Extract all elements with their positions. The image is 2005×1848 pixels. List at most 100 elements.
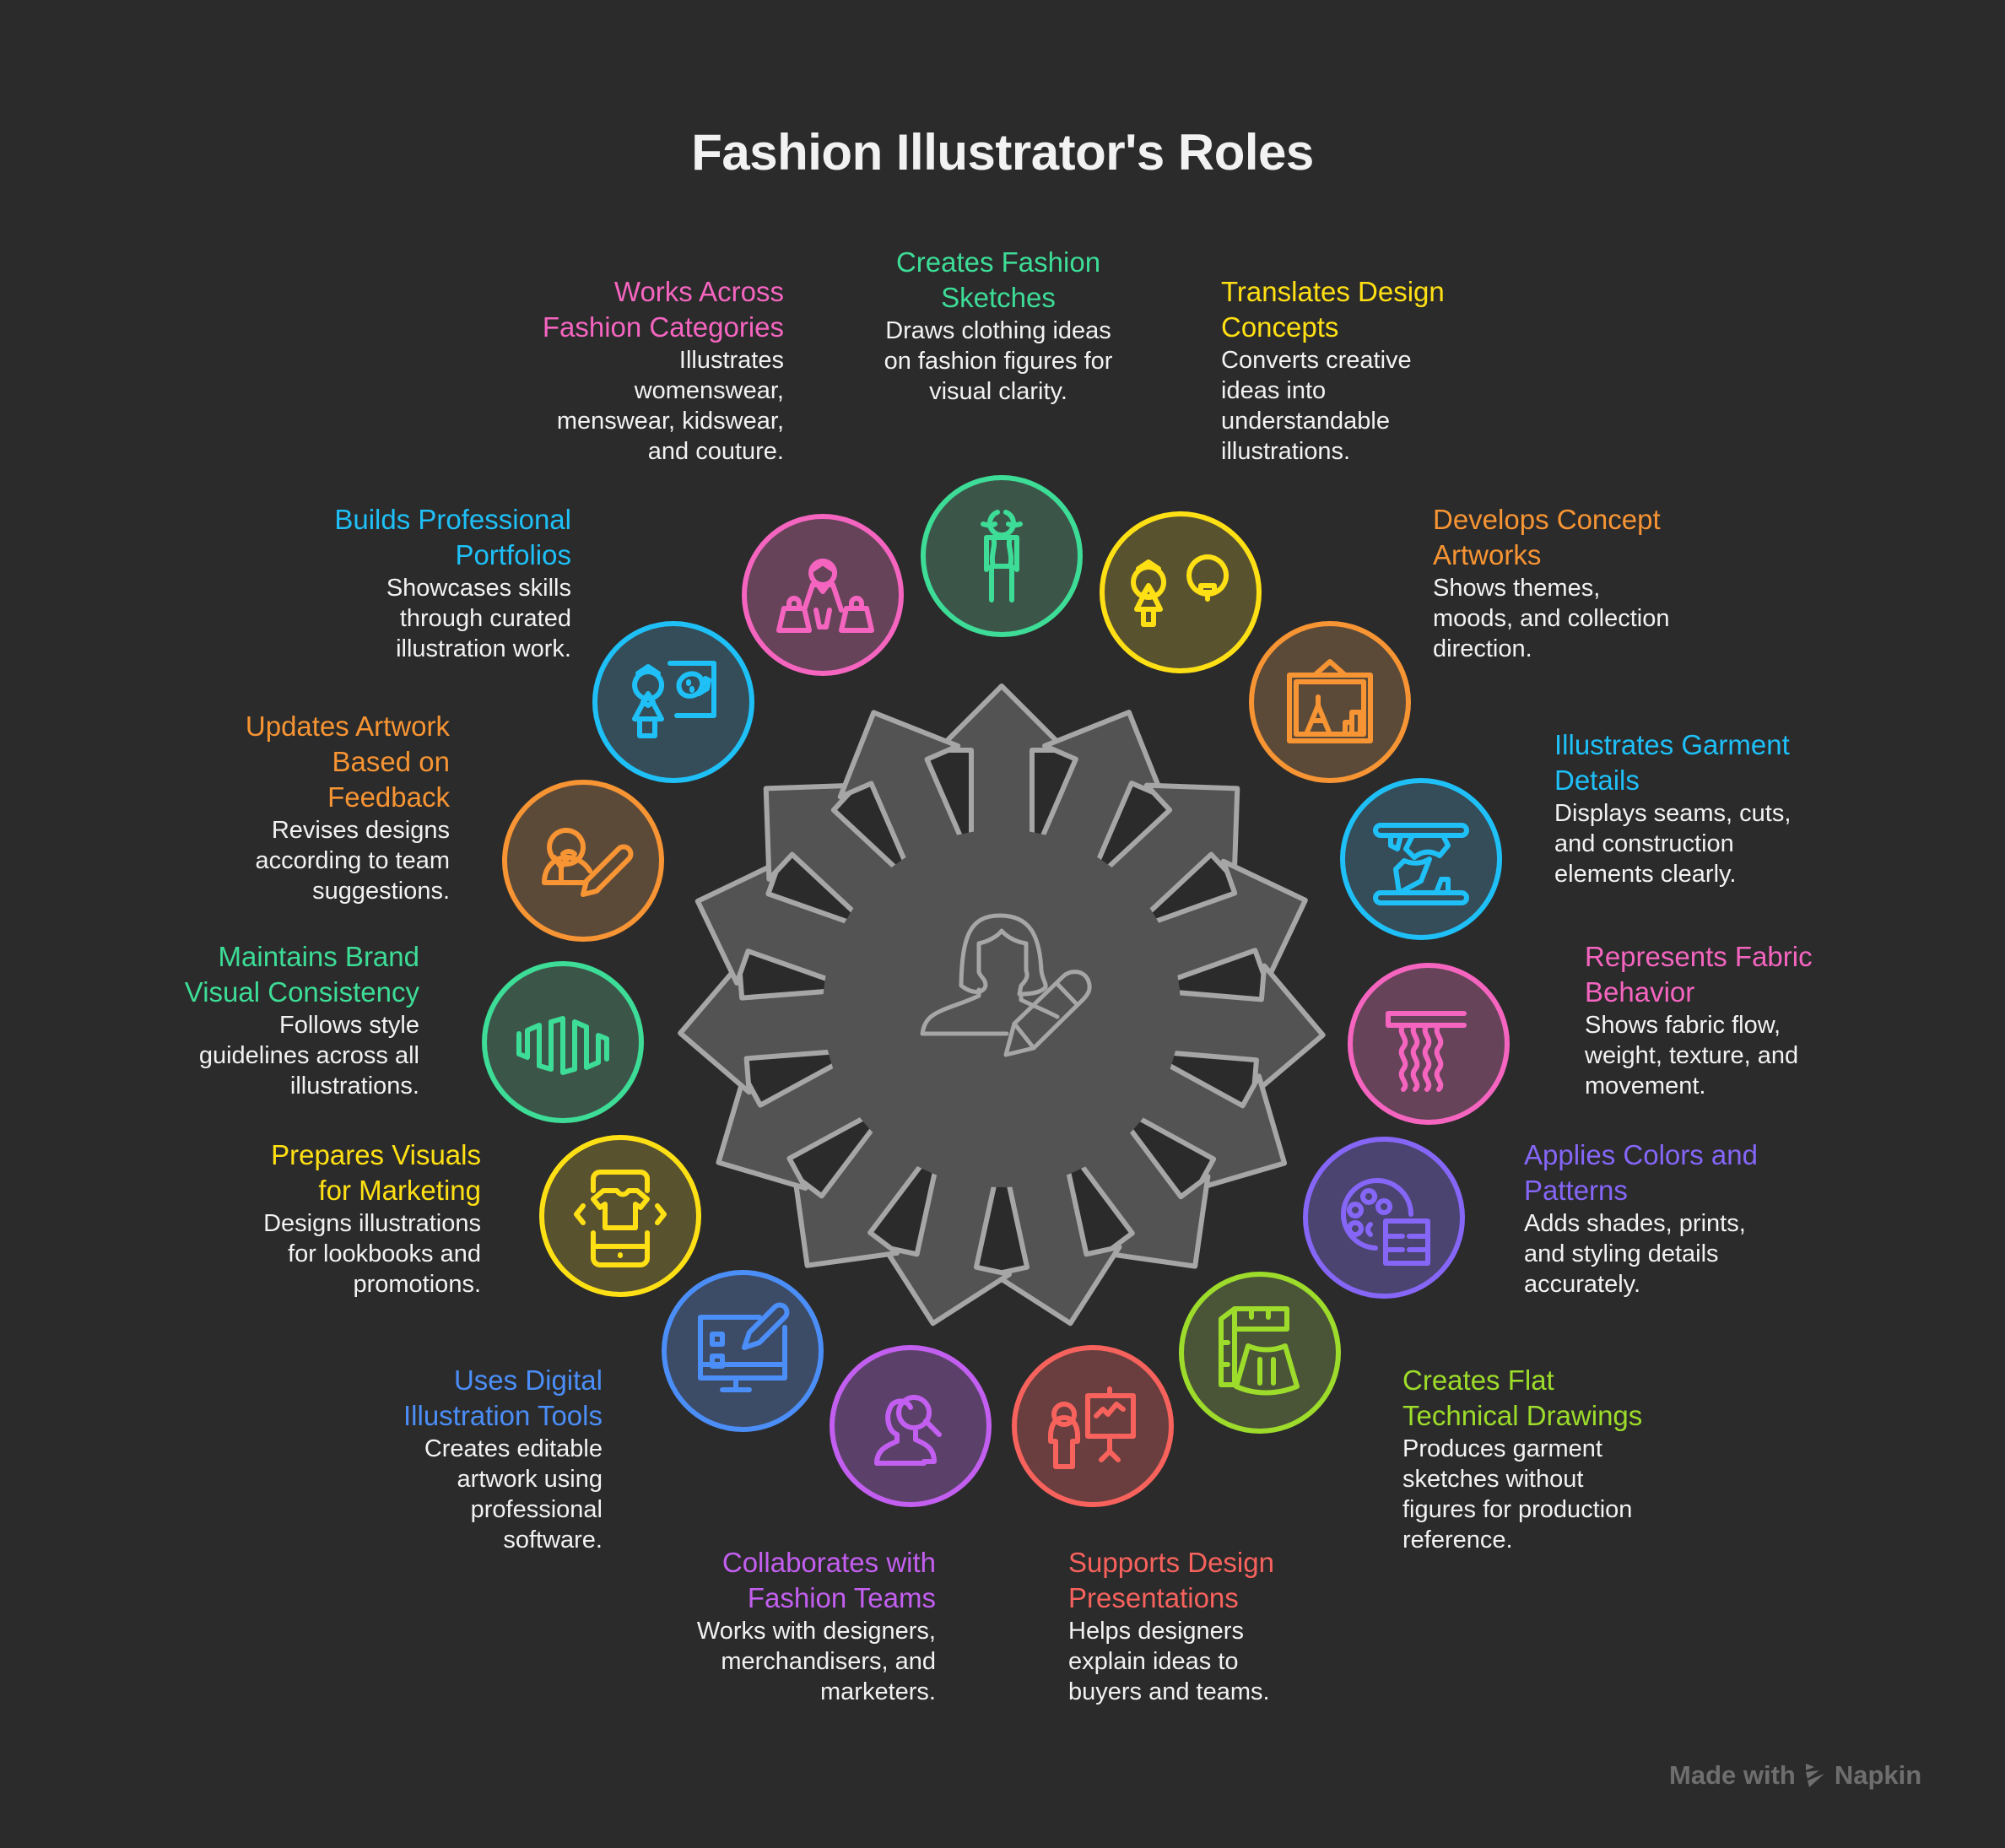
role-node-works-across-fashion-categories[interactable] [742, 514, 904, 676]
role-circle [539, 1135, 701, 1297]
role-node-updates-artwork-based-on-feedback[interactable] [502, 780, 664, 942]
role-heading: Creates Fashion [895, 246, 1101, 278]
role-heading: Artworks [1433, 539, 1542, 570]
role-heading: Collaborates with [721, 1547, 936, 1578]
role-description: sketches without [1402, 1466, 1584, 1493]
role-description: Produces garment [1402, 1435, 1602, 1462]
role-node-uses-digital-illustration-tools[interactable] [662, 1270, 824, 1432]
shopper-bags-icon [776, 559, 874, 633]
role-heading: Illustrates Garment [1554, 729, 1790, 760]
role-circle [1012, 1345, 1174, 1507]
role-node-develops-concept-artworks[interactable] [1249, 621, 1411, 783]
role-heading: Portfolios [455, 539, 571, 570]
role-description: and couture. [647, 438, 784, 465]
role-node-translates-design-concepts[interactable] [1100, 511, 1262, 673]
role-heading: Builds Professional [334, 504, 571, 535]
role-heading: Sketches [941, 282, 1056, 313]
role-description: Illustrates [678, 347, 784, 374]
role-description: Showcases skills [386, 575, 571, 602]
role-description: Converts creative [1221, 347, 1412, 374]
palette-swatch-icon [1341, 1178, 1430, 1266]
made-with-napkin-footer[interactable]: Made with Napkin [1669, 1760, 1921, 1791]
role-heading: Details [1554, 765, 1640, 796]
fashion-figure-icon [981, 510, 1023, 602]
role-circle [1340, 778, 1502, 940]
role-circle [1179, 1272, 1341, 1434]
role-description: moods, and collection [1433, 605, 1670, 632]
role-description: suggestions. [312, 878, 450, 905]
role-node-applies-colors-and-patterns[interactable] [1303, 1137, 1465, 1299]
role-heading: Translates Design [1221, 276, 1445, 307]
role-description: figures for production [1402, 1496, 1633, 1523]
woman-lightbulb-icon [1131, 554, 1229, 627]
role-heading: Illustration Tools [403, 1400, 603, 1431]
role-description: software. [503, 1526, 603, 1554]
role-description: direction. [1433, 635, 1532, 662]
ruler-skirt-icon [1219, 1306, 1300, 1396]
role-description: reference. [1402, 1526, 1513, 1554]
role-description: womenswear, [634, 377, 784, 404]
role-description: through curated [399, 605, 571, 632]
role-description: understandable [1221, 408, 1390, 435]
role-description: artwork using [457, 1466, 603, 1493]
role-description: merchandisers, and [721, 1648, 936, 1675]
fabric-drape-icon [1386, 1011, 1467, 1092]
role-heading: Uses Digital [453, 1364, 603, 1396]
role-heading: Prepares Visuals [271, 1139, 481, 1170]
role-description: for lookbooks and [288, 1240, 481, 1267]
garment-pattern-icon [1373, 823, 1469, 905]
footer-prefix: Made with [1669, 1760, 1796, 1790]
role-node-illustrates-garment-details[interactable] [1340, 778, 1502, 940]
role-heading: Applies Colors and [1524, 1139, 1758, 1170]
wave-pattern-icon [516, 1016, 609, 1075]
role-description: elements clearly. [1554, 861, 1737, 888]
footer-brand: Napkin [1834, 1760, 1922, 1790]
role-description: Shows themes, [1433, 575, 1601, 602]
role-heading: Fashion Categories [542, 311, 784, 343]
role-node-collaborates-with-fashion-teams[interactable] [830, 1345, 992, 1507]
role-heading: Updates Artwork [245, 711, 450, 742]
role-description: visual clarity. [929, 378, 1067, 405]
role-node-creates-flat-technical-drawings[interactable] [1179, 1272, 1341, 1434]
role-description: on fashion figures for [884, 348, 1113, 375]
role-heading: Behavior [1585, 976, 1695, 1008]
role-description: and construction [1554, 830, 1734, 857]
role-node-maintains-brand-visual-consistency[interactable] [482, 961, 644, 1123]
role-circle [592, 621, 754, 783]
monitor-pencil-icon [698, 1302, 790, 1392]
role-node-represents-fabric-behavior[interactable] [1348, 963, 1510, 1125]
role-heading: Visual Consistency [184, 976, 419, 1008]
role-description: Shows fabric flow, [1585, 1012, 1781, 1039]
hub-circle [823, 829, 1181, 1187]
role-description: Designs illustrations [263, 1210, 481, 1237]
role-heading: Maintains Brand [218, 941, 419, 972]
role-node-prepares-visuals-for-marketing[interactable] [539, 1135, 701, 1297]
role-heading: Fashion Teams [747, 1582, 936, 1613]
role-circle [1303, 1137, 1465, 1299]
role-heading: Based on [332, 746, 450, 777]
role-description: and styling details [1524, 1240, 1719, 1267]
role-description: Displays seams, cuts, [1554, 800, 1792, 827]
role-description: Adds shades, prints, [1524, 1210, 1746, 1237]
role-node-supports-design-presentations[interactable] [1012, 1345, 1174, 1507]
napkin-logo-icon [1805, 1764, 1824, 1787]
role-node-creates-fashion-sketches[interactable] [921, 475, 1083, 637]
role-description: guidelines across all [198, 1042, 419, 1069]
artist-easel-icon [632, 661, 716, 738]
phone-shirt-icon [574, 1170, 667, 1267]
role-description: Works with designers, [696, 1618, 936, 1645]
role-heading: for Marketing [318, 1175, 481, 1206]
role-heading: Represents Fabric [1585, 941, 1813, 972]
role-description: menswear, kidswear, [556, 408, 784, 435]
role-node-builds-professional-portfolios[interactable] [592, 621, 754, 783]
role-description: Creates editable [424, 1435, 603, 1462]
role-description: accurately. [1524, 1271, 1641, 1298]
